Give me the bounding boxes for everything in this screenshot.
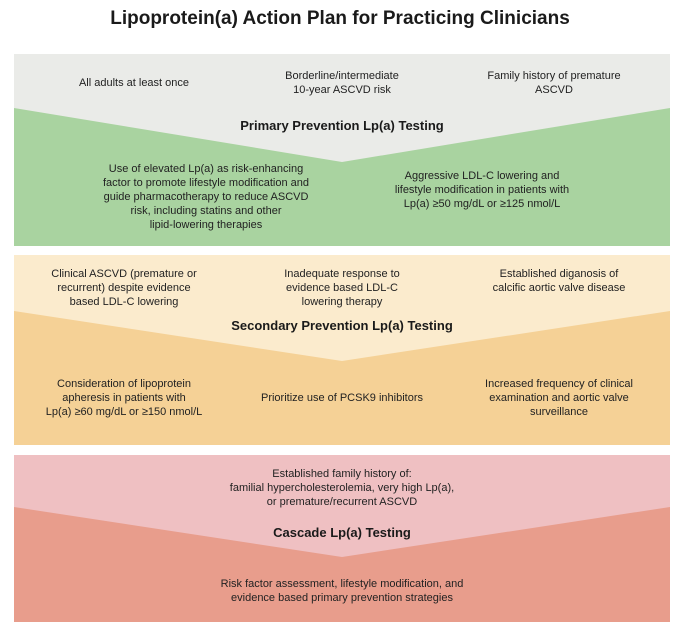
cascade-trigger-1: Established family history of: familial … [229,468,455,508]
cascade-heading: Cascade Lp(a) Testing [273,525,411,540]
cascade-testing-band: Established family history of: familial … [14,455,670,622]
secondary-band-top-chevron [14,255,670,361]
primary-band-top-chevron [14,54,670,162]
primary-trigger-2: Borderline/intermediate 10-year ASCVD ri… [285,70,399,96]
primary-band-shape [14,54,670,246]
cascade-band-shape [14,455,670,622]
secondary-heading: Secondary Prevention Lp(a) Testing [231,318,453,333]
primary-action-2: Aggressive LDL-C lowering and lifestyle … [394,170,570,210]
secondary-trigger-3: Established diganosis of calcific aortic… [492,268,626,294]
secondary-prevention-band: Clinical ASCVD (premature or recurrent) … [14,255,670,445]
cascade-band-top-chevron [14,455,670,557]
cascade-action-1: Risk factor assessment, lifestyle modifi… [220,578,464,604]
secondary-action-1: Consideration of lipoprotein apheresis i… [45,378,203,418]
primary-heading: Primary Prevention Lp(a) Testing [240,118,444,133]
secondary-action-3: Increased frequency of clinical examinat… [485,378,633,418]
secondary-trigger-1: Clinical ASCVD (premature or recurrent) … [51,268,197,308]
page-title: Lipoprotein(a) Action Plan for Practicin… [110,8,570,29]
primary-prevention-band: All adults at least once Borderline/inte… [14,54,670,246]
secondary-trigger-2: Inadequate response to evidence based LD… [284,268,400,308]
secondary-band-shape [14,255,670,445]
secondary-action-2: Prioritize use of PCSK9 inhibitors [260,392,423,404]
primary-trigger-1: All adults at least once [78,77,190,89]
primary-action-1: Use of elevated Lp(a) as risk-enhancing … [102,163,310,231]
primary-trigger-3: Family history of premature ASCVD [487,70,621,96]
